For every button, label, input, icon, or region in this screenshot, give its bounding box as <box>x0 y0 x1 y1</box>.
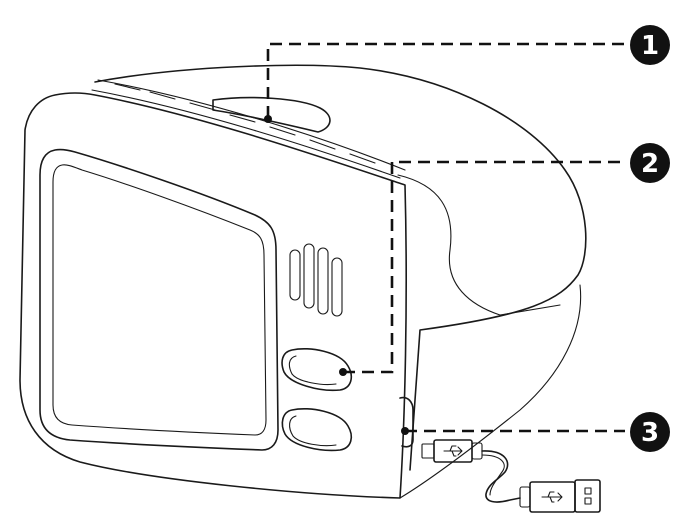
callout-badge-3: 3 <box>630 412 670 452</box>
callout-label-3: 3 <box>641 418 659 448</box>
usb-icon-large <box>541 491 563 503</box>
side-button-lower[interactable] <box>281 407 353 452</box>
leader-line-1 <box>264 42 625 123</box>
callout-label-1: 1 <box>641 31 659 61</box>
callout-badge-1: 1 <box>630 25 670 65</box>
speaker-grille <box>289 243 343 317</box>
callout-badge-2: 2 <box>630 143 670 183</box>
usb-port <box>399 396 414 448</box>
usb-cable <box>421 439 601 513</box>
leader-line-2 <box>339 160 625 376</box>
leader-line-3 <box>401 427 625 435</box>
side-button-upper[interactable] <box>281 347 353 392</box>
callout-label-2: 2 <box>641 149 659 179</box>
usb-icon-small <box>443 445 463 457</box>
device-body <box>19 64 587 499</box>
screen <box>39 148 279 451</box>
